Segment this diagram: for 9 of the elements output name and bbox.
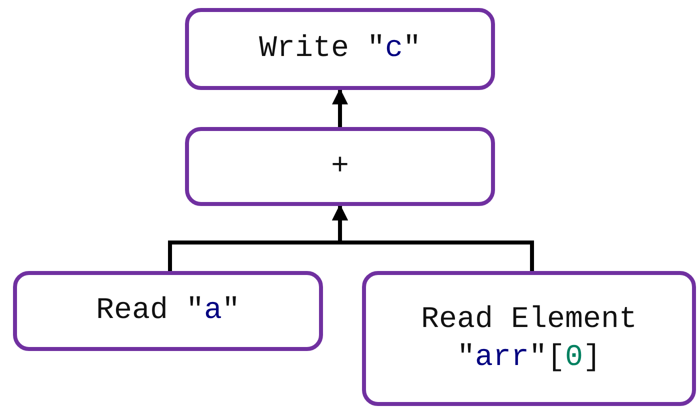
node-label: + (330, 148, 349, 186)
process-box (13, 271, 323, 351)
node-label: Read Element "arr"[0] (420, 302, 638, 376)
process-box (185, 8, 495, 90)
arrow (332, 88, 348, 127)
process-box (185, 127, 495, 206)
node-label: Read "a" (96, 293, 240, 330)
process-box (362, 271, 696, 406)
node-label: Write "c" (258, 31, 422, 68)
